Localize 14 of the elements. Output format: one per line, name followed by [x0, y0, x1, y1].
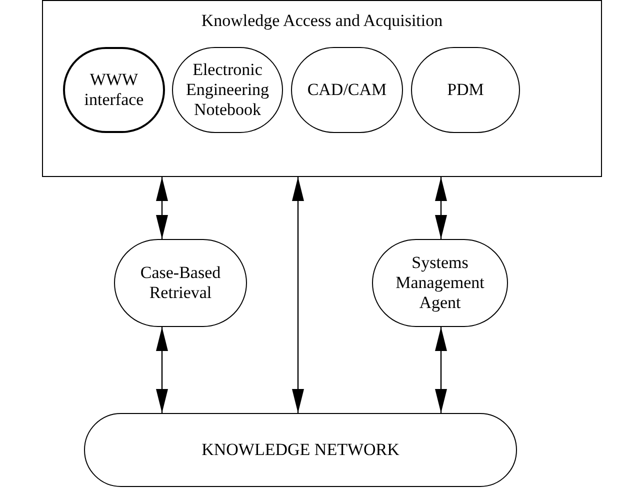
- node-label: Systems Management Agent: [394, 253, 486, 313]
- node-label: CAD/CAM: [307, 80, 387, 100]
- node-label: Electronic Engineering Notebook: [184, 60, 270, 120]
- node-label: PDM: [447, 80, 484, 100]
- node-label: WWW interface: [83, 70, 145, 110]
- arrow: [435, 327, 447, 413]
- arrow: [156, 177, 168, 239]
- group-heading: Knowledge Access and Acquisition: [200, 11, 444, 31]
- group-frame: [42, 0, 602, 177]
- node-label: KNOWLEDGE NETWORK: [202, 440, 400, 460]
- arrow: [292, 177, 304, 413]
- node-label: Case-Based Retrieval: [139, 263, 222, 303]
- arrow: [156, 327, 168, 413]
- arrow: [435, 177, 447, 239]
